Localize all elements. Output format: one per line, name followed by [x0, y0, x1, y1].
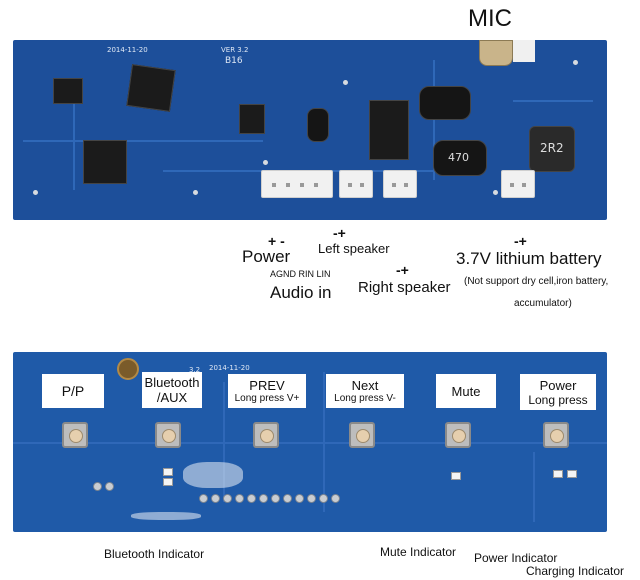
right-speaker-connector — [383, 170, 417, 198]
next-label: Next — [351, 378, 379, 393]
bottom-pcb-board: 2014-11-20 3.2 — [13, 352, 607, 532]
amp-chip — [369, 100, 409, 160]
capacitor-small — [307, 108, 329, 142]
pp-switch — [62, 422, 88, 448]
microphone — [479, 40, 513, 66]
small-chip — [239, 104, 265, 134]
power-switch — [543, 422, 569, 448]
model-silkscreen-top: B16 — [225, 56, 243, 66]
battery-polarity-label: -+ — [514, 233, 527, 249]
microphone-back — [117, 358, 139, 380]
capacitor-marking: 470 — [448, 151, 469, 164]
bluetooth-label: Bluetooth — [144, 375, 200, 390]
capacitor-big — [419, 86, 471, 120]
date-silkscreen-bottom: 2014-11-20 — [209, 364, 250, 372]
left-speaker-polarity-label: -+ — [333, 225, 346, 241]
mute-indicator-led — [451, 472, 461, 480]
prev-label: PREV — [249, 378, 285, 393]
battery-note-line1: (Not support dry cell,iron battery, — [464, 276, 609, 287]
button-label-mute: Mute — [436, 374, 496, 408]
mic-label: MIC — [468, 5, 512, 32]
date-silkscreen-top: 2014-11-20 — [107, 46, 148, 54]
mute-label: Mute — [451, 383, 481, 399]
battery-note-line2: accumulator) — [514, 298, 572, 309]
bluetooth-chip — [83, 140, 127, 184]
mic-connector — [513, 40, 535, 62]
audio-in-label: Audio in — [270, 283, 332, 302]
power-button-label: Power — [539, 377, 577, 393]
mute-switch — [445, 422, 471, 448]
aux-label: /AUX — [156, 390, 188, 405]
bluetooth-indicator-label: Bluetooth Indicator — [104, 547, 205, 561]
glue-residue-2 — [131, 512, 201, 520]
version-silkscreen-bottom: 3.2 — [189, 366, 201, 374]
battery-label: 3.7V lithium battery — [456, 249, 602, 268]
inductor-marking: 2R2 — [540, 141, 564, 155]
inductor: 2R2 — [529, 126, 575, 172]
charging-indicator-label: Charging Indicator — [526, 564, 625, 578]
button-label-prev: PREV Long press V+ — [228, 374, 306, 408]
power-indicator-label: Power Indicator — [474, 551, 558, 565]
pp-label: P/P — [61, 383, 85, 399]
next-switch — [349, 422, 375, 448]
button-label-bluetooth-aux: Bluetooth /AUX — [142, 372, 202, 408]
battery-connector — [501, 170, 535, 198]
bluetooth-indicator-led — [163, 468, 173, 476]
prev-sub-label: Long press V+ — [234, 393, 300, 404]
bluetooth-aux-switch — [155, 422, 181, 448]
audio-pins-label: AGND RIN LIN — [270, 269, 331, 279]
regulator-chip — [53, 78, 83, 104]
power-audio-connector — [261, 170, 333, 198]
power-indicator-led — [553, 470, 563, 478]
next-sub-label: Long press V- — [334, 393, 396, 404]
left-speaker-label: Left speaker — [318, 241, 390, 256]
power-polarity-label: + - — [268, 233, 285, 249]
left-speaker-connector — [339, 170, 373, 198]
capacitor-470: 470 — [433, 140, 487, 176]
prev-switch — [253, 422, 279, 448]
power-button-sub-label: Long press — [528, 392, 588, 407]
main-mcu-chip — [126, 64, 176, 112]
power-label: Power — [242, 247, 291, 266]
version-silkscreen-top: VER 3.2 — [221, 46, 249, 54]
button-label-power: Power Long press — [520, 374, 596, 410]
top-pcb-board: 2R2 470 2014-11-20 VER 3.2 B16 — [13, 40, 607, 220]
glue-residue — [183, 462, 243, 488]
button-label-next: Next Long press V- — [326, 374, 404, 408]
charging-indicator-led — [567, 470, 577, 478]
right-speaker-label: Right speaker — [358, 279, 451, 296]
button-label-pp: P/P — [42, 374, 104, 408]
right-speaker-polarity-label: -+ — [396, 262, 409, 278]
mute-indicator-label: Mute Indicator — [380, 545, 457, 559]
bluetooth-indicator-led-2 — [163, 478, 173, 486]
